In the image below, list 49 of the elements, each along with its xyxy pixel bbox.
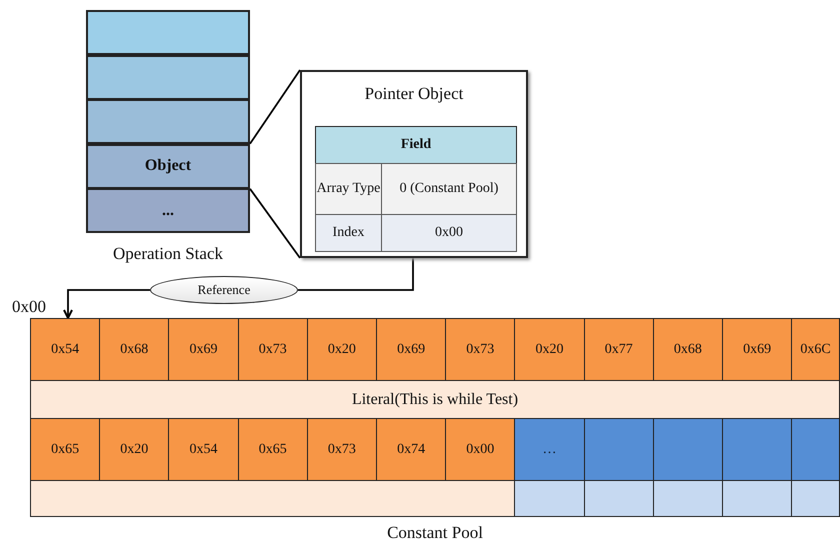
pool-label: Constant Pool: [387, 523, 483, 541]
memory-cell: [584, 480, 654, 517]
connector-line: [249, 69, 301, 259]
table-cell: 0x00: [381, 214, 517, 252]
memory-cell: 0x20: [306, 318, 377, 381]
memory-cell: [722, 480, 792, 517]
memory-cell: [514, 480, 585, 517]
reference-ellipse: Reference: [150, 276, 298, 304]
memory-cell: 0x68: [652, 318, 723, 381]
memory-cell: 0x65: [238, 418, 308, 481]
memory-cell: 0x73: [445, 318, 516, 381]
memory-cell: [791, 418, 840, 481]
memory-cell: 0x73: [306, 418, 377, 481]
memory-cell: 0x00: [445, 418, 516, 481]
memory-cell: 0x74: [376, 418, 446, 481]
memory-cell: …: [514, 418, 585, 481]
memory-cell: 0x20: [514, 318, 585, 381]
memory-cell: 0x77: [584, 318, 654, 381]
memory-cell: 0x69: [168, 318, 239, 381]
memory-cell: 0x54: [30, 318, 100, 381]
stack-cell: Object: [86, 144, 250, 189]
memory-cell: 0x68: [99, 318, 170, 381]
memory-cell: [652, 480, 723, 517]
panel-title: Pointer Object: [364, 84, 464, 104]
table-cell: 0 (Constant Pool): [381, 163, 517, 215]
table-header-cell: Field: [315, 126, 517, 164]
stack-label: Operation Stack: [113, 244, 223, 264]
table-cell: Array Type: [315, 163, 382, 215]
memory-cell: 0x65: [30, 418, 100, 481]
table-cell: Index: [315, 214, 382, 252]
memory-cell: [652, 418, 723, 481]
connector-line: [298, 258, 414, 291]
pointer-object-panel: [300, 70, 528, 258]
memory-cell: 0x69: [722, 318, 792, 381]
literal-band: Literal(This is while Test): [30, 380, 840, 419]
address-label: 0x00: [12, 297, 46, 317]
stack-cell: ...: [86, 188, 250, 234]
memory-cell: 0x20: [99, 418, 170, 481]
memory-cell: 0x6C: [791, 318, 840, 381]
stack-cell: [86, 10, 250, 55]
memory-cell: [584, 418, 654, 481]
arrow: [63, 289, 150, 319]
memory-cell: [791, 480, 840, 517]
memory-cell: 0x69: [376, 318, 446, 381]
stack-cell: [86, 54, 250, 100]
memory-cell: [722, 418, 792, 481]
memory-cell: 0x73: [238, 318, 308, 381]
stack-cell: [86, 99, 250, 144]
memory-cell: 0x54: [168, 418, 239, 481]
